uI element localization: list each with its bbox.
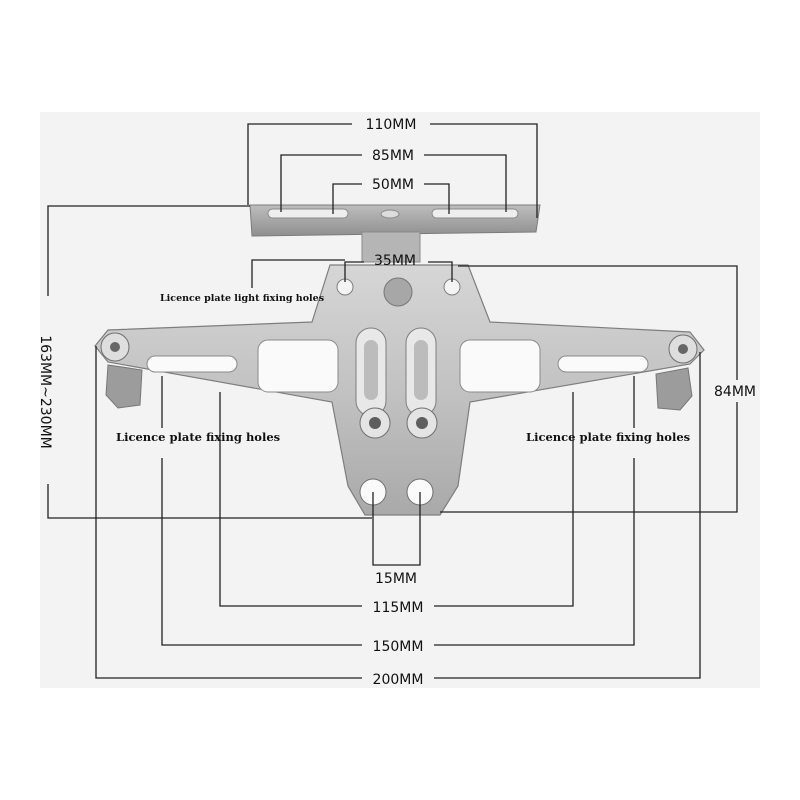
dim-line-35-right bbox=[428, 261, 453, 282]
dim-line-200-left bbox=[95, 346, 362, 679]
label-84mm: 84MM bbox=[714, 384, 756, 400]
label-total-height: 163MM~230MM bbox=[37, 335, 53, 449]
dim-line-150-left bbox=[161, 458, 362, 646]
label-35mm: 35MM bbox=[374, 253, 416, 269]
window-right bbox=[459, 339, 541, 393]
screw-left bbox=[110, 342, 120, 352]
plate-slot-right bbox=[557, 355, 649, 373]
top-slot-left bbox=[267, 208, 349, 219]
dim-line-110-right bbox=[430, 123, 538, 218]
bolt-right bbox=[416, 417, 428, 429]
bracket-body bbox=[94, 264, 705, 516]
dim-line-50-right bbox=[424, 183, 450, 214]
label-plate-holes-left: Licence plate fixing holes bbox=[116, 430, 280, 444]
bolt-left bbox=[369, 417, 381, 429]
label-115mm: 115MM bbox=[373, 600, 424, 616]
top-slot-right bbox=[431, 208, 519, 219]
window-left bbox=[257, 339, 339, 393]
dim-line-15 bbox=[372, 492, 421, 566]
label-85mm: 85MM bbox=[372, 148, 414, 164]
dim-line-height-bottom bbox=[47, 484, 372, 519]
dim-line-84-bottom bbox=[440, 402, 738, 513]
top-mount-plate bbox=[249, 204, 541, 237]
leader-light-holes bbox=[251, 259, 345, 288]
label-200mm: 200MM bbox=[373, 672, 424, 688]
dim-line-height-top bbox=[47, 205, 250, 296]
dim-line-200-right bbox=[434, 352, 701, 679]
label-15mm: 15MM bbox=[375, 571, 417, 587]
dim-line-115-right bbox=[434, 392, 574, 607]
dim-line-150-right bbox=[434, 458, 635, 646]
mount-stem bbox=[361, 231, 421, 263]
dim-line-50-left bbox=[332, 183, 362, 214]
dim-line-85-left bbox=[280, 154, 362, 212]
plate-slot-left bbox=[146, 355, 238, 373]
label-plate-holes-right: Licence plate fixing holes bbox=[526, 430, 690, 444]
dim-line-84-top bbox=[458, 265, 738, 380]
dim-line-115-left bbox=[219, 392, 362, 607]
label-110mm: 110MM bbox=[366, 117, 417, 133]
label-light-holes: Licence plate light fixing holes bbox=[160, 293, 324, 304]
dim-line-85-right bbox=[424, 154, 507, 212]
label-150mm: 150MM bbox=[373, 639, 424, 655]
screw-right bbox=[678, 344, 688, 354]
center-bolt bbox=[383, 277, 413, 307]
label-50mm: 50MM bbox=[372, 177, 414, 193]
dim-line-110-left bbox=[247, 123, 352, 205]
dim-line-35-left bbox=[344, 261, 364, 282]
